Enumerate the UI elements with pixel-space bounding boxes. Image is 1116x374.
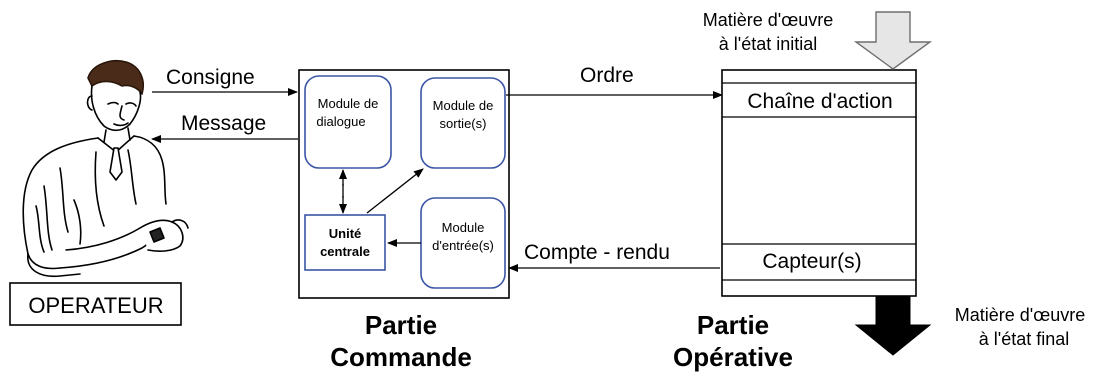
matiere-final-line2: à l'état final (979, 329, 1070, 349)
module-entree-line1: Module (442, 220, 485, 235)
uc-to-sortie-arrow (366, 168, 424, 214)
unite-centrale-box (304, 214, 386, 271)
partie-operative-box (721, 69, 917, 297)
operator-label: OPERATEUR (28, 293, 163, 318)
module-dialogue-line2: dialogue (316, 114, 365, 129)
module-sortie-line2: sortie(s) (440, 116, 487, 131)
matiere-input-arrow (853, 11, 933, 70)
unite-centrale-line2: centrale (320, 244, 370, 259)
compte-rendu-label: Compte - rendu (524, 241, 670, 264)
chaine-action-label: Chaîne d'action (747, 90, 892, 113)
partie-commande-title-line1: Partie (365, 310, 437, 340)
partie-operative-title-line1: Partie (697, 310, 769, 340)
message-label: Message (181, 112, 266, 135)
operator-figure-icon (22, 60, 189, 278)
module-dialogue-line1: Module de (318, 96, 379, 111)
module-dialogue-box (304, 75, 392, 169)
unite-centrale-line1: Unité (329, 226, 362, 241)
matiere-final-line1: Matière d'œuvre (955, 305, 1085, 325)
module-sortie-line1: Module de (433, 98, 494, 113)
consigne-label: Consigne (166, 66, 255, 89)
operator-label-box (9, 282, 182, 326)
capteurs-label: Capteur(s) (762, 250, 861, 273)
partie-commande-title-line2: Commande (330, 342, 472, 372)
module-sortie-box (420, 77, 506, 169)
module-entree-line2: d'entrée(s) (432, 238, 494, 253)
matiere-initial-line2: à l'état initial (719, 34, 818, 54)
ordre-label: Ordre (580, 64, 634, 87)
matiere-output-arrow (854, 296, 932, 356)
partie-operative-title-line2: Opérative (673, 342, 793, 372)
matiere-initial-line1: Matière d'œuvre (703, 10, 833, 30)
